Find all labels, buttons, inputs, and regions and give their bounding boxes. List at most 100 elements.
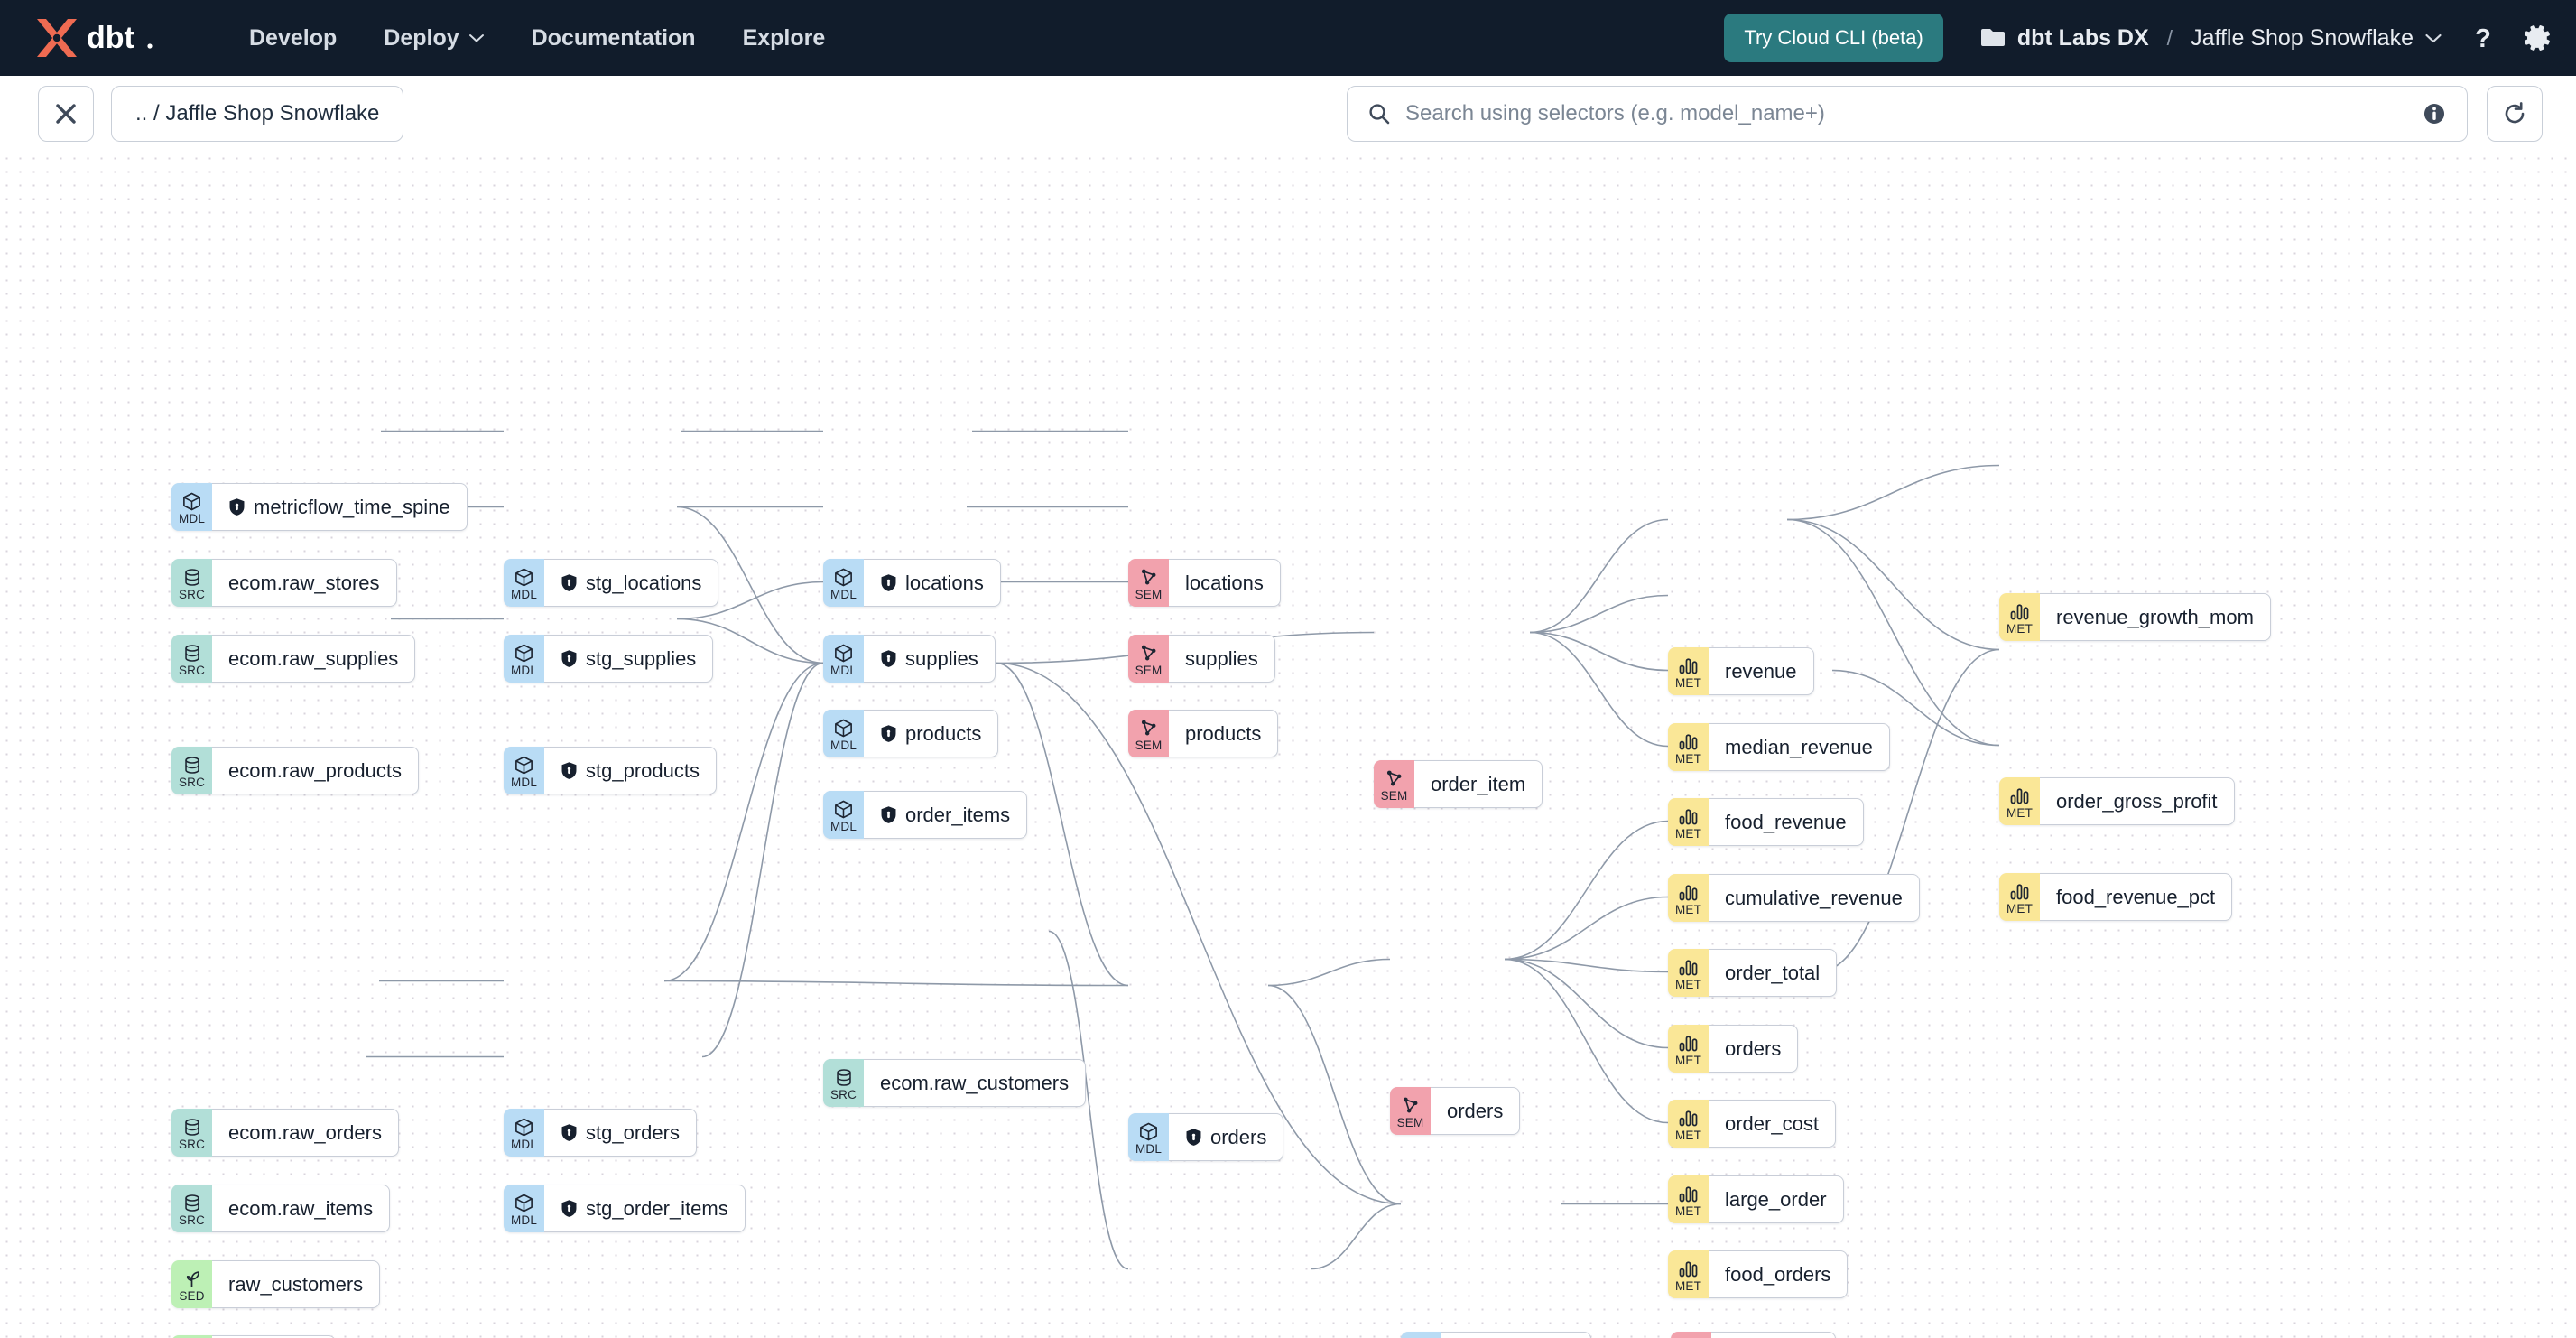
lineage-node-orders_mdl[interactable]: MDL orders	[1128, 1113, 1284, 1161]
nav-link-documentation[interactable]: Documentation	[508, 16, 719, 60]
project-chevron-down-icon[interactable]	[2424, 33, 2442, 44]
close-button[interactable]	[38, 86, 94, 142]
lineage-edge	[676, 618, 824, 664]
nav-link-deploy[interactable]: Deploy	[360, 16, 507, 60]
protected-shield-icon	[1186, 1129, 1201, 1146]
lineage-node-sem_customers[interactable]: SEMcustomers	[1671, 1332, 1837, 1338]
node-type-label: MET	[2006, 902, 2034, 915]
node-type-badge-met: MET	[1668, 1025, 1709, 1073]
node-type-label: MET	[1674, 1129, 1702, 1142]
try-cloud-cli-button[interactable]: Try Cloud CLI (beta)	[1724, 14, 1943, 62]
dbt-logo[interactable]: dbt	[31, 15, 173, 60]
lineage-node-customers_mdl[interactable]: MDLcustomers	[1401, 1332, 1592, 1338]
database-icon	[184, 569, 199, 586]
primary-nav-links: Develop Deploy Documentation Explore	[226, 16, 848, 60]
node-body: supplies	[1169, 635, 1275, 683]
node-type-label: SRC	[178, 776, 206, 789]
node-type-badge-sem: SEM	[1128, 559, 1169, 607]
protected-shield-icon	[881, 574, 896, 591]
node-type-badge-met: MET	[1999, 777, 2040, 825]
nav-link-deploy-label: Deploy	[384, 24, 459, 51]
node-label: stg_order_items	[586, 1196, 728, 1220]
node-type-badge-sem: SEM	[1374, 760, 1414, 808]
project-name[interactable]: Jaffle Shop Snowflake	[2191, 24, 2414, 51]
node-body: stg_order_items	[544, 1185, 746, 1232]
mdl-type-icon	[181, 491, 202, 512]
node-label: stg_orders	[586, 1120, 680, 1144]
account-name[interactable]: dbt Labs DX	[2016, 24, 2149, 51]
refresh-button[interactable]	[2487, 86, 2543, 142]
node-body: ecom.raw_orders	[212, 1109, 399, 1157]
breadcrumb-button[interactable]: .. / Jaffle Shop Snowflake	[111, 86, 404, 142]
question-mark-icon[interactable]: ?	[2469, 23, 2497, 52]
lineage-node-sem_supplies[interactable]: SEM supplies	[1128, 635, 1275, 683]
node-body: products	[864, 710, 999, 757]
lineage-edge	[996, 662, 1129, 987]
search-bar[interactable]	[1347, 86, 2468, 142]
node-body: ecom.raw_stores	[212, 559, 397, 607]
lineage-edge	[1504, 958, 1669, 973]
nav-link-develop[interactable]: Develop	[226, 16, 360, 60]
node-label: cumulative_revenue	[1725, 886, 1903, 909]
folder-icon	[1980, 29, 2005, 46]
lineage-edge	[1504, 896, 1669, 961]
node-type-label: MET	[1674, 1204, 1702, 1218]
node-body: ecom.raw_supplies	[212, 635, 416, 683]
node-type-label: SEM	[1135, 664, 1163, 677]
node-label: ecom.raw_supplies	[228, 646, 399, 670]
search-icon	[1369, 104, 1390, 125]
nav-link-explore[interactable]: Explore	[719, 16, 849, 60]
node-label: orders	[1210, 1125, 1267, 1148]
node-type-badge-mdl: MDL	[171, 483, 212, 531]
lineage-edge	[1817, 648, 2000, 973]
node-body: order_total	[1709, 949, 1838, 997]
network-icon	[1141, 569, 1156, 585]
svg-text:?: ?	[2475, 24, 2491, 52]
svg-text:dbt: dbt	[87, 21, 134, 55]
met-type-icon	[1678, 1259, 1699, 1279]
info-icon[interactable]	[2422, 101, 2447, 126]
node-type-badge-sem: SEM	[1128, 710, 1169, 757]
node-body: ecom.raw_customers	[864, 1059, 1087, 1107]
nav-right-cluster: Try Cloud CLI (beta) dbt Labs DX / Jaffl…	[1724, 14, 2553, 62]
gear-icon[interactable]	[2524, 23, 2553, 52]
search-input[interactable]	[1405, 101, 2422, 126]
dbt-logo-wordmark: dbt	[87, 21, 153, 55]
node-body: revenue	[1709, 647, 1814, 695]
node-type-label: MDL	[1135, 1142, 1163, 1156]
